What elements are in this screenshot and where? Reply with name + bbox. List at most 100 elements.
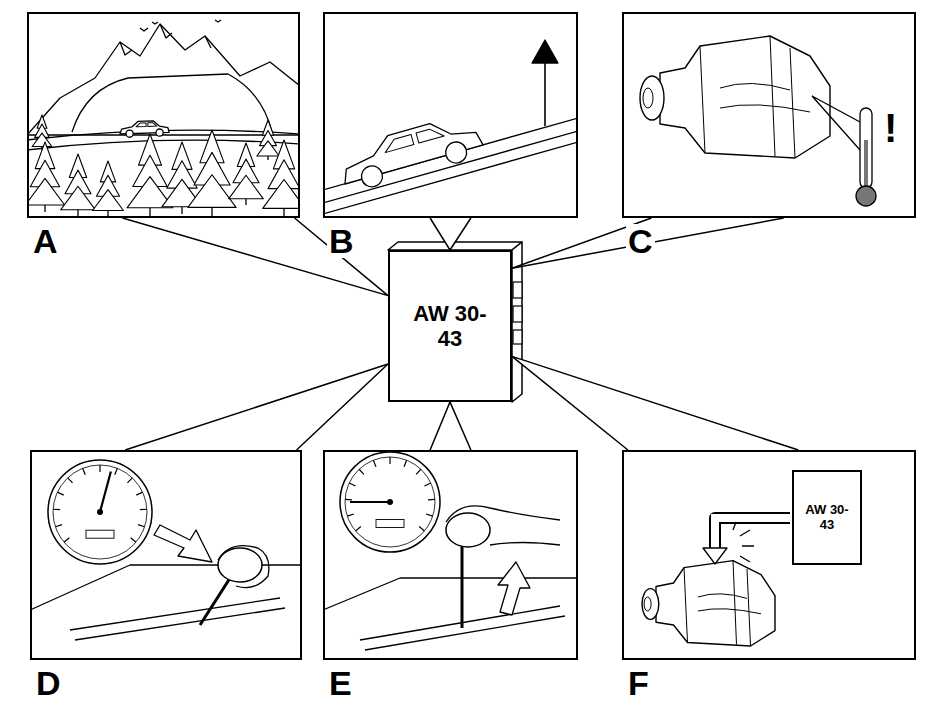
tree (32, 133, 52, 146)
wedge-connector (512, 218, 784, 268)
sign-post (544, 62, 546, 126)
signal-arrow-fill (715, 518, 790, 548)
control-unit-box: AW 30-43 (388, 250, 512, 402)
warning-sign (532, 40, 558, 63)
speedometer-tick (356, 526, 361, 530)
transmission (642, 561, 775, 646)
speedometer-tick (389, 457, 390, 464)
panel-b-illustration (325, 40, 576, 214)
illustration-panel: E (323, 450, 578, 706)
odometer (86, 530, 114, 538)
tree-trunk (77, 210, 78, 216)
unit-name: AW 30-43 (804, 503, 850, 533)
tree-trunk (149, 208, 150, 216)
housing-detail (720, 83, 810, 112)
speedometer-tick (419, 526, 424, 530)
hand (218, 546, 269, 588)
panel-e-illustration (325, 452, 576, 658)
illustration-panel: C (622, 12, 916, 264)
speedometer (340, 452, 440, 552)
odometer (376, 520, 404, 528)
control-unit-box: AW 30-43 (792, 470, 862, 565)
speedometer-tick (136, 492, 142, 495)
tree-trunk (245, 199, 246, 205)
speedometer-tick (68, 478, 73, 483)
connector-socket (513, 306, 522, 322)
speedometer-dial (48, 460, 152, 564)
tree (29, 178, 65, 205)
output-flange (644, 597, 651, 611)
output-shaft (640, 76, 664, 120)
bird (140, 20, 221, 31)
panel-letter: D (34, 666, 63, 700)
speedometer-tick (115, 468, 118, 475)
panel-a-illustration (29, 20, 298, 216)
illustration-panel: FAW 30-43 (622, 450, 916, 706)
car-window (136, 123, 157, 127)
speedometer-tick (428, 499, 435, 501)
movement-arrow (154, 525, 212, 562)
tree (61, 186, 96, 210)
snow-line (120, 24, 211, 55)
thermometer-bulb (856, 186, 876, 206)
needle-hub (97, 509, 103, 515)
speedometer-tick (55, 525, 62, 527)
car-wheel (126, 130, 133, 137)
speedometer-tick (424, 483, 430, 486)
speedometer-tick (99, 465, 100, 472)
tree-trunk (181, 207, 182, 214)
panel-frame (622, 12, 916, 218)
illustration-panel: D (30, 450, 302, 706)
car-window (382, 126, 444, 153)
panel-letter: B (327, 224, 356, 258)
transmission-housing (656, 561, 775, 646)
car (335, 111, 485, 194)
road-edge (325, 118, 576, 190)
wedge-connector (430, 218, 471, 250)
speedometer-tick (140, 509, 147, 511)
panel-f-illustration (642, 518, 790, 646)
speedometer-tick (373, 460, 376, 467)
panel-letter: A (31, 224, 60, 258)
car-wheel (156, 129, 163, 136)
speedometer-tick (345, 499, 352, 501)
tree (257, 141, 279, 156)
speedometer-needle (350, 501, 390, 503)
speedometer-ring (53, 465, 147, 559)
panel-frame (27, 12, 300, 218)
selector-gate (70, 598, 285, 640)
console (32, 565, 300, 658)
car-body (335, 111, 483, 184)
speedometer-tick (347, 514, 354, 516)
tree (188, 175, 236, 208)
thermometer-column (864, 140, 868, 190)
connector-socket (513, 282, 522, 298)
panel-c-illustration (640, 36, 876, 206)
unit-name: AW 30-43 (410, 301, 490, 352)
panel-frame (323, 450, 578, 660)
selector-knob (218, 548, 262, 582)
speedometer-tick (53, 509, 60, 511)
car-wheel (443, 140, 469, 166)
speedometer (48, 460, 152, 564)
panel-letter: E (327, 666, 354, 700)
transmission-housing (660, 36, 830, 158)
tree-trunk (283, 208, 284, 216)
transmission (640, 36, 830, 158)
panel-frame (323, 12, 578, 218)
speedometer-needle (100, 471, 111, 512)
selector-lever (461, 545, 464, 628)
speedometer-ring (345, 457, 435, 547)
speedometer-tick (404, 460, 407, 467)
tree-trunk (107, 211, 108, 217)
tree (229, 175, 264, 199)
housing-detail (698, 594, 761, 614)
output-shaft (642, 589, 659, 620)
hand (446, 506, 560, 545)
connector-socket (513, 330, 522, 344)
selector-knob (446, 513, 490, 547)
speedometer-tick (83, 468, 86, 475)
illustration-panel: A (27, 12, 300, 264)
tree (263, 180, 298, 209)
wedge-connector (430, 402, 471, 450)
